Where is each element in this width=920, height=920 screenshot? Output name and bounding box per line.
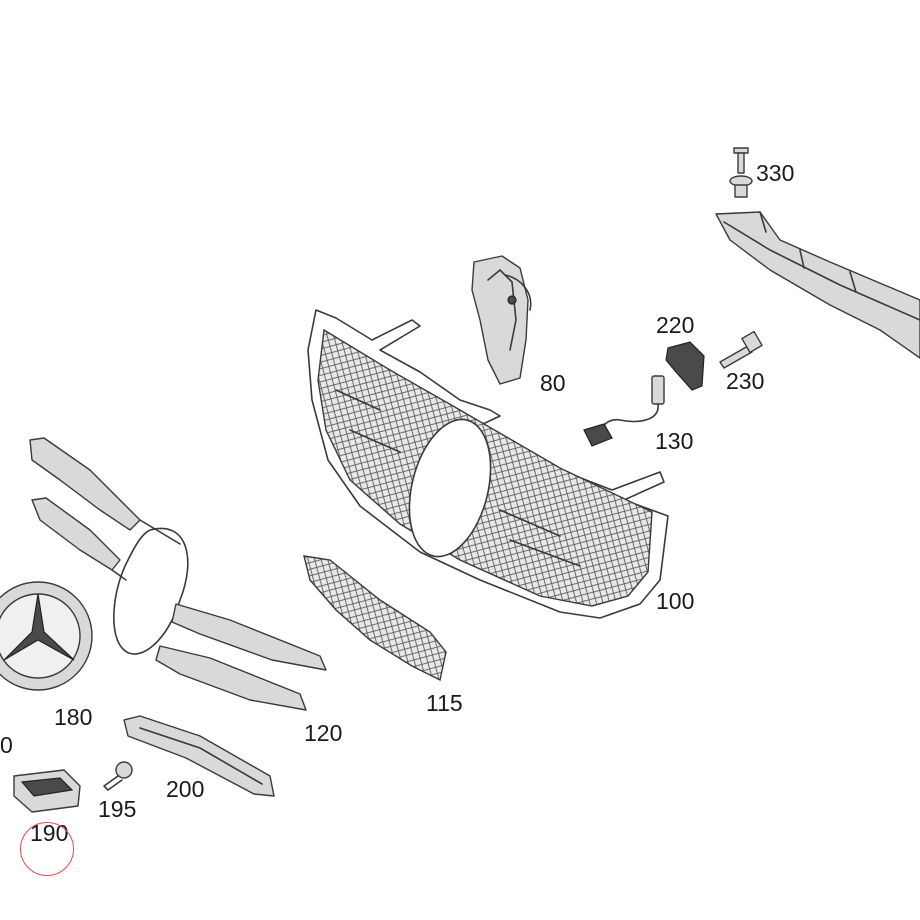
bracket-80-icon [471,255,532,385]
callout-115: 115 [426,690,463,716]
callout-195: 195 [98,796,137,822]
callout-120: 120 [304,720,343,746]
camera-module-190-icon [13,769,81,813]
callout-80: 80 [540,370,566,396]
callout-200: 200 [166,776,205,802]
callout-230: 230 [726,368,765,394]
callout-180: 180 [54,704,93,730]
bolt-330-icon [729,147,753,198]
front-grille-120 [29,437,327,711]
callout-130: 130 [655,428,694,454]
callout-330: 330 [756,160,795,186]
trim-strip-200 [123,715,275,797]
upper-cross-member [715,211,920,359]
callout-220: 220 [656,312,695,338]
callout-100: 100 [656,588,695,614]
screw-195-icon [103,761,133,791]
callout-partial: 0 [0,732,13,758]
highlight-circle-190 [20,822,74,876]
connector-130-icon [583,375,665,447]
lower-insert-115 [303,555,447,682]
star-emblem-180-icon [0,581,93,691]
main-grille-100 [307,309,669,619]
bolt-230-icon [719,330,763,369]
sensor-220-icon [665,341,705,391]
